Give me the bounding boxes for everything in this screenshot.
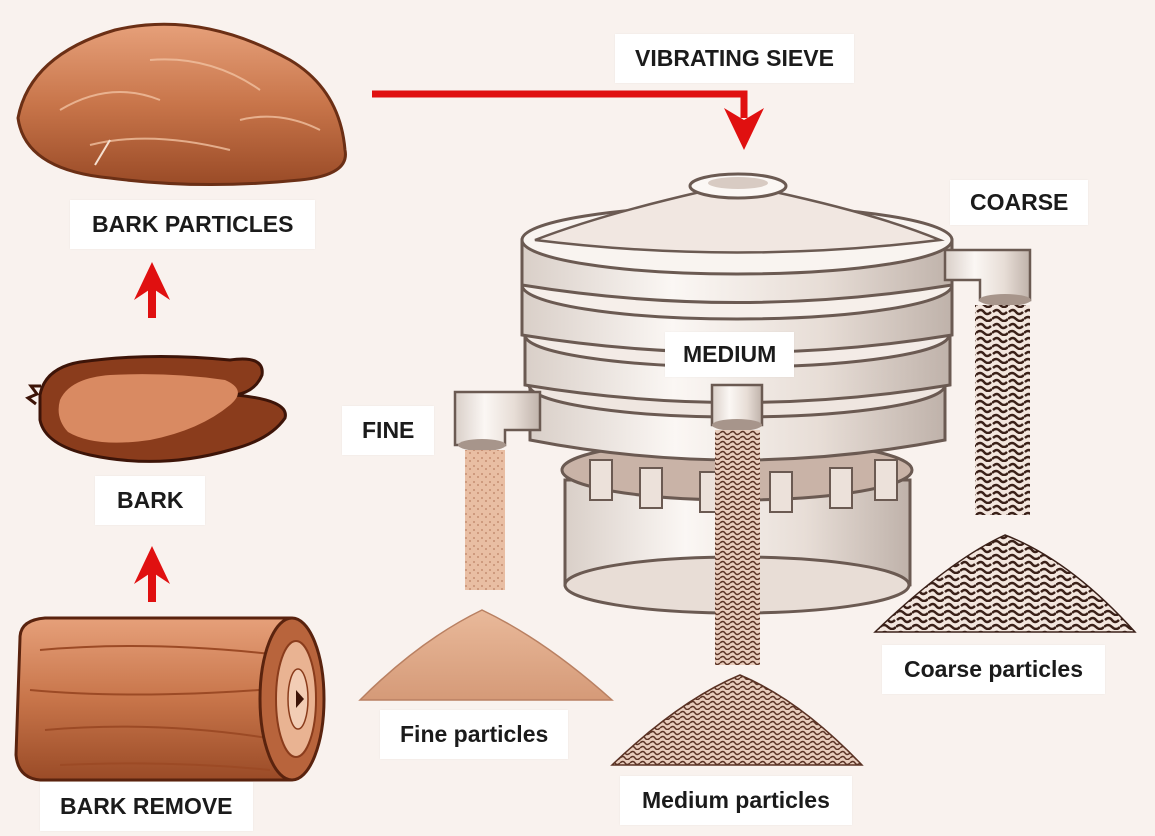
medium-particle-stream [715,430,760,665]
coarse-particle-stream [975,305,1030,515]
bark-particles-illustration [16,22,347,187]
vibrating-sieve-label: VIBRATING SIEVE [615,34,854,84]
up-arrow-icon [134,262,170,318]
coarse-particles-pile [873,534,1137,633]
coarse-label: COARSE [950,180,1089,226]
log-illustration [14,616,326,782]
fine-particle-stream [465,450,505,590]
medium-particles-label: Medium particles [620,776,852,826]
bark-label: BARK [95,476,206,526]
fine-particles-label: Fine particles [380,710,569,760]
medium-particles-pile [610,674,864,766]
coarse-particles-label: Coarse particles [882,645,1105,695]
bark-particles-label: BARK PARTICLES [70,200,316,250]
flow-arrow-icon [372,90,764,150]
fine-particles-pile [358,609,614,701]
bark-illustration [25,354,287,463]
medium-label: MEDIUM [665,332,795,378]
up-arrow-icon [134,546,170,602]
fine-label: FINE [342,406,435,456]
bark-remove-label: BARK REMOVE [40,782,253,832]
